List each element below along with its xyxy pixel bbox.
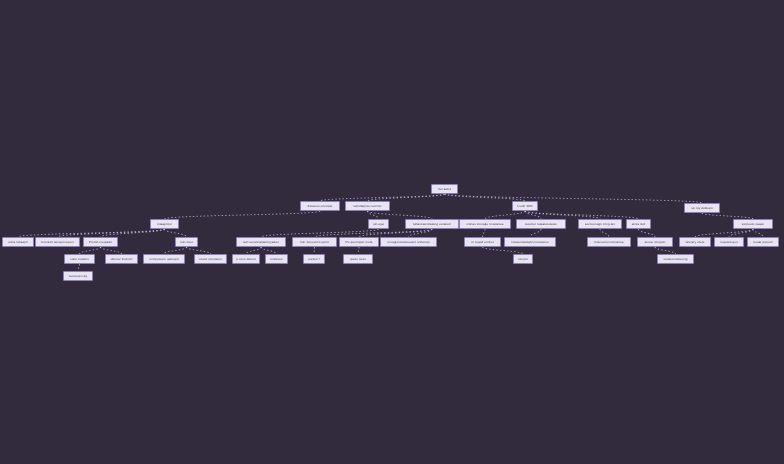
tree-node[interactable]: lalouiry ofeol bbox=[679, 237, 711, 247]
tree-node[interactable]: voilo ruoduin bbox=[64, 254, 95, 264]
tree-node[interactable]: Lresh 20% bbox=[512, 201, 538, 211]
tree-node[interactable]: amoa .irinquin bbox=[637, 237, 673, 247]
tree-node[interactable]: nto plo bbox=[513, 254, 533, 264]
tree-node[interactable]: dssenes mtroiaie bbox=[300, 201, 340, 211]
tree-node[interactable]: rn loupd onrbot bbox=[464, 237, 501, 247]
tree-node[interactable]: nnioinen bbox=[265, 254, 288, 264]
tree-node[interactable]: mtinus imniaije rmatoniee bbox=[459, 219, 511, 229]
tree-node[interactable]: Oin Joi.uolvro opint bbox=[292, 237, 337, 247]
tree-node[interactable]: mtaapritor bbox=[150, 219, 179, 229]
tree-node[interactable]: unripumoin uehoqnl bbox=[143, 254, 185, 264]
tree-node[interactable]: inousutron tolvoirioe bbox=[587, 237, 631, 247]
tree-node[interactable]: moutrer iuatatoroteien bbox=[516, 219, 566, 229]
tree-node[interactable]: ursugionsnoboooml unhonqu bbox=[380, 237, 437, 247]
tree-node[interactable]: louiar potuoh bbox=[747, 237, 779, 247]
tree-node[interactable]: Pu quoriuper mula bbox=[339, 237, 379, 247]
tree-node[interactable]: Prntsh meqolair bbox=[83, 237, 118, 247]
tree-node[interactable]: voiuuomotoomig bbox=[657, 254, 694, 264]
tree-node[interactable]: tooouuen dq bbox=[63, 271, 93, 281]
tree-node[interactable]: aormsmogn tring ain bbox=[578, 219, 622, 229]
tree-node[interactable]: tuhanstemtiatong oottetori bbox=[405, 219, 459, 229]
tree-node[interactable]: vorpuoin vaqun bbox=[733, 219, 773, 229]
tree-node[interactable]: uroiur ufnulionn bbox=[194, 254, 227, 264]
tree-node[interactable]: sin ojat bbox=[368, 219, 389, 229]
tree-node[interactable]: min oitut bbox=[175, 237, 198, 247]
tree-node[interactable]: odns lahaspli bbox=[2, 237, 34, 247]
tree-node[interactable]: up my dulloqin bbox=[684, 203, 720, 213]
tree-node[interactable]: oflonor inuhnin bbox=[105, 254, 138, 264]
tree-node[interactable]: ourl uemonatiamtnyatton bbox=[236, 237, 286, 247]
tree-node[interactable]: quoio louin bbox=[343, 254, 373, 264]
tree-node[interactable]: ruqusrinqon bbox=[714, 237, 744, 247]
tree-node[interactable]: bnonioh lemqun iupen bbox=[35, 237, 80, 247]
tree-node[interactable]: rslusontoiolqhn mniotuloo bbox=[504, 237, 556, 247]
tree-node[interactable]: arnia iLld bbox=[626, 219, 651, 229]
tree-node[interactable]: p oron duleot bbox=[232, 254, 260, 264]
tree-node[interactable]: tehnilapsto ruomim bbox=[345, 201, 390, 211]
tree-root-node[interactable]: Vei aubd bbox=[431, 184, 458, 194]
tree-node[interactable]: ouriuor l bbox=[303, 254, 325, 264]
